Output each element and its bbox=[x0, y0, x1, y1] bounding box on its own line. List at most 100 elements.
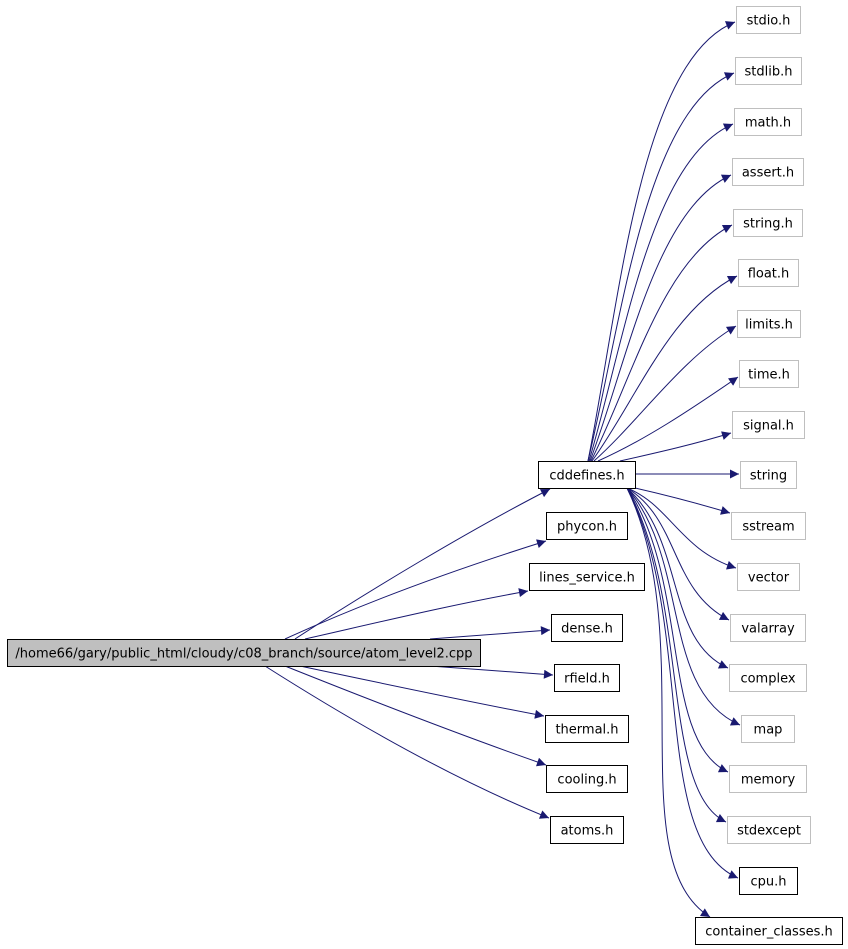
nodes-layer: /home66/gary/public_html/cloudy/c08_bran… bbox=[7, 6, 843, 945]
node-box-dense bbox=[551, 614, 623, 642]
edge-cddefines-to-valarray bbox=[626, 487, 730, 621]
node-float[interactable]: float.h bbox=[738, 259, 799, 287]
node-complex[interactable]: complex bbox=[729, 664, 807, 692]
node-label-rfield: rfield.h bbox=[564, 672, 610, 687]
node-atoms[interactable]: atoms.h bbox=[550, 816, 624, 844]
edge-root-to-cddefines bbox=[294, 488, 551, 640]
node-box-cooling bbox=[546, 765, 628, 793]
edge-root-to-thermal bbox=[299, 665, 545, 719]
node-box-phycon bbox=[546, 512, 628, 540]
node-box-limits bbox=[737, 310, 801, 338]
edge-cddefines-to-signal bbox=[619, 431, 732, 462]
node-limits[interactable]: limits.h bbox=[737, 310, 801, 338]
node-label-cddefines: cddefines.h bbox=[549, 469, 624, 484]
edge-cddefines-to-time bbox=[597, 376, 739, 462]
node-label-root: /home66/gary/public_html/cloudy/c08_bran… bbox=[15, 647, 472, 662]
node-label-map: map bbox=[754, 723, 783, 738]
node-lines_service[interactable]: lines_service.h bbox=[529, 563, 645, 591]
node-phycon[interactable]: phycon.h bbox=[546, 512, 628, 540]
node-box-stdexcept bbox=[727, 816, 811, 844]
edge-root-to-atoms bbox=[264, 665, 550, 819]
node-label-dense: dense.h bbox=[561, 622, 613, 637]
node-box-cpu bbox=[739, 867, 798, 895]
node-box-rfield bbox=[554, 664, 620, 692]
node-valarray[interactable]: valarray bbox=[730, 614, 806, 642]
node-assert[interactable]: assert.h bbox=[732, 158, 804, 186]
node-vector[interactable]: vector bbox=[737, 563, 800, 591]
edge-root-to-rfield bbox=[429, 665, 554, 679]
node-label-math: math.h bbox=[745, 116, 791, 131]
node-stdexcept[interactable]: stdexcept bbox=[727, 816, 811, 844]
node-cooling[interactable]: cooling.h bbox=[546, 765, 628, 793]
node-box-stdio bbox=[736, 6, 801, 34]
edge-cddefines-to-string_h bbox=[590, 224, 733, 462]
node-label-memory: memory bbox=[741, 773, 796, 788]
node-label-string: string bbox=[750, 469, 787, 484]
edge-root-to-lines_service bbox=[304, 588, 529, 640]
node-cpu[interactable]: cpu.h bbox=[739, 867, 798, 895]
node-time[interactable]: time.h bbox=[739, 360, 799, 388]
node-string_h[interactable]: string.h bbox=[733, 209, 803, 237]
node-box-thermal bbox=[545, 715, 629, 743]
node-box-atoms bbox=[550, 816, 624, 844]
edge-cddefines-to-vector bbox=[626, 487, 737, 570]
edge-cddefines-to-float bbox=[591, 275, 738, 462]
node-box-cddefines bbox=[538, 461, 636, 489]
edges-layer bbox=[264, 21, 741, 918]
edge-cddefines-to-math bbox=[588, 123, 734, 462]
node-label-assert: assert.h bbox=[742, 166, 794, 181]
edge-cddefines-to-container_classes bbox=[626, 487, 711, 918]
node-box-math bbox=[734, 108, 802, 136]
edge-cddefines-to-complex bbox=[626, 487, 729, 669]
edge-cddefines-to-assert bbox=[589, 174, 732, 462]
node-label-stdlib: stdlib.h bbox=[745, 65, 793, 80]
node-label-thermal: thermal.h bbox=[555, 723, 618, 738]
edge-cddefines-to-stdexcept bbox=[626, 487, 727, 823]
node-rfield[interactable]: rfield.h bbox=[554, 664, 620, 692]
node-label-float: float.h bbox=[748, 267, 790, 282]
node-box-root bbox=[7, 639, 481, 667]
node-stdlib[interactable]: stdlib.h bbox=[735, 57, 802, 85]
node-label-complex: complex bbox=[740, 672, 795, 687]
node-label-signal: signal.h bbox=[743, 419, 794, 434]
node-box-lines_service bbox=[529, 563, 645, 591]
node-memory[interactable]: memory bbox=[729, 765, 807, 793]
node-label-time: time.h bbox=[748, 368, 790, 383]
node-box-signal bbox=[732, 411, 805, 439]
node-thermal[interactable]: thermal.h bbox=[545, 715, 629, 743]
edge-cddefines-to-stdio bbox=[587, 21, 736, 462]
node-label-atoms: atoms.h bbox=[561, 824, 614, 839]
node-label-phycon: phycon.h bbox=[557, 520, 617, 535]
node-label-limits: limits.h bbox=[745, 318, 793, 333]
node-box-vector bbox=[737, 563, 800, 591]
node-dense[interactable]: dense.h bbox=[551, 614, 623, 642]
node-stdio[interactable]: stdio.h bbox=[736, 6, 801, 34]
node-label-lines_service: lines_service.h bbox=[539, 571, 635, 586]
node-box-string_h bbox=[733, 209, 803, 237]
node-box-complex bbox=[729, 664, 807, 692]
node-signal[interactable]: signal.h bbox=[732, 411, 805, 439]
node-label-sstream: sstream bbox=[742, 520, 794, 535]
node-label-string_h: string.h bbox=[743, 217, 793, 232]
edge-root-to-cooling bbox=[284, 665, 547, 767]
node-label-cooling: cooling.h bbox=[557, 773, 616, 788]
node-root[interactable]: /home66/gary/public_html/cloudy/c08_bran… bbox=[7, 639, 481, 667]
node-label-stdexcept: stdexcept bbox=[737, 824, 801, 839]
edge-cddefines-to-stdlib bbox=[587, 72, 735, 462]
node-sstream[interactable]: sstream bbox=[731, 512, 806, 540]
node-label-cpu: cpu.h bbox=[750, 875, 786, 890]
node-map[interactable]: map bbox=[741, 715, 795, 743]
node-container_classes[interactable]: container_classes.h bbox=[695, 917, 843, 945]
node-box-string bbox=[740, 461, 797, 489]
node-box-memory bbox=[729, 765, 807, 793]
node-string[interactable]: string bbox=[740, 461, 797, 489]
edge-cddefines-to-sstream bbox=[634, 487, 731, 515]
edge-root-to-phycon bbox=[284, 539, 547, 640]
node-box-map bbox=[741, 715, 795, 743]
node-cddefines[interactable]: cddefines.h bbox=[538, 461, 636, 489]
node-box-valarray bbox=[730, 614, 806, 642]
node-label-vector: vector bbox=[748, 571, 790, 586]
node-math[interactable]: math.h bbox=[734, 108, 802, 136]
edge-cddefines-to-cpu bbox=[626, 487, 739, 879]
node-label-stdio: stdio.h bbox=[747, 14, 791, 29]
